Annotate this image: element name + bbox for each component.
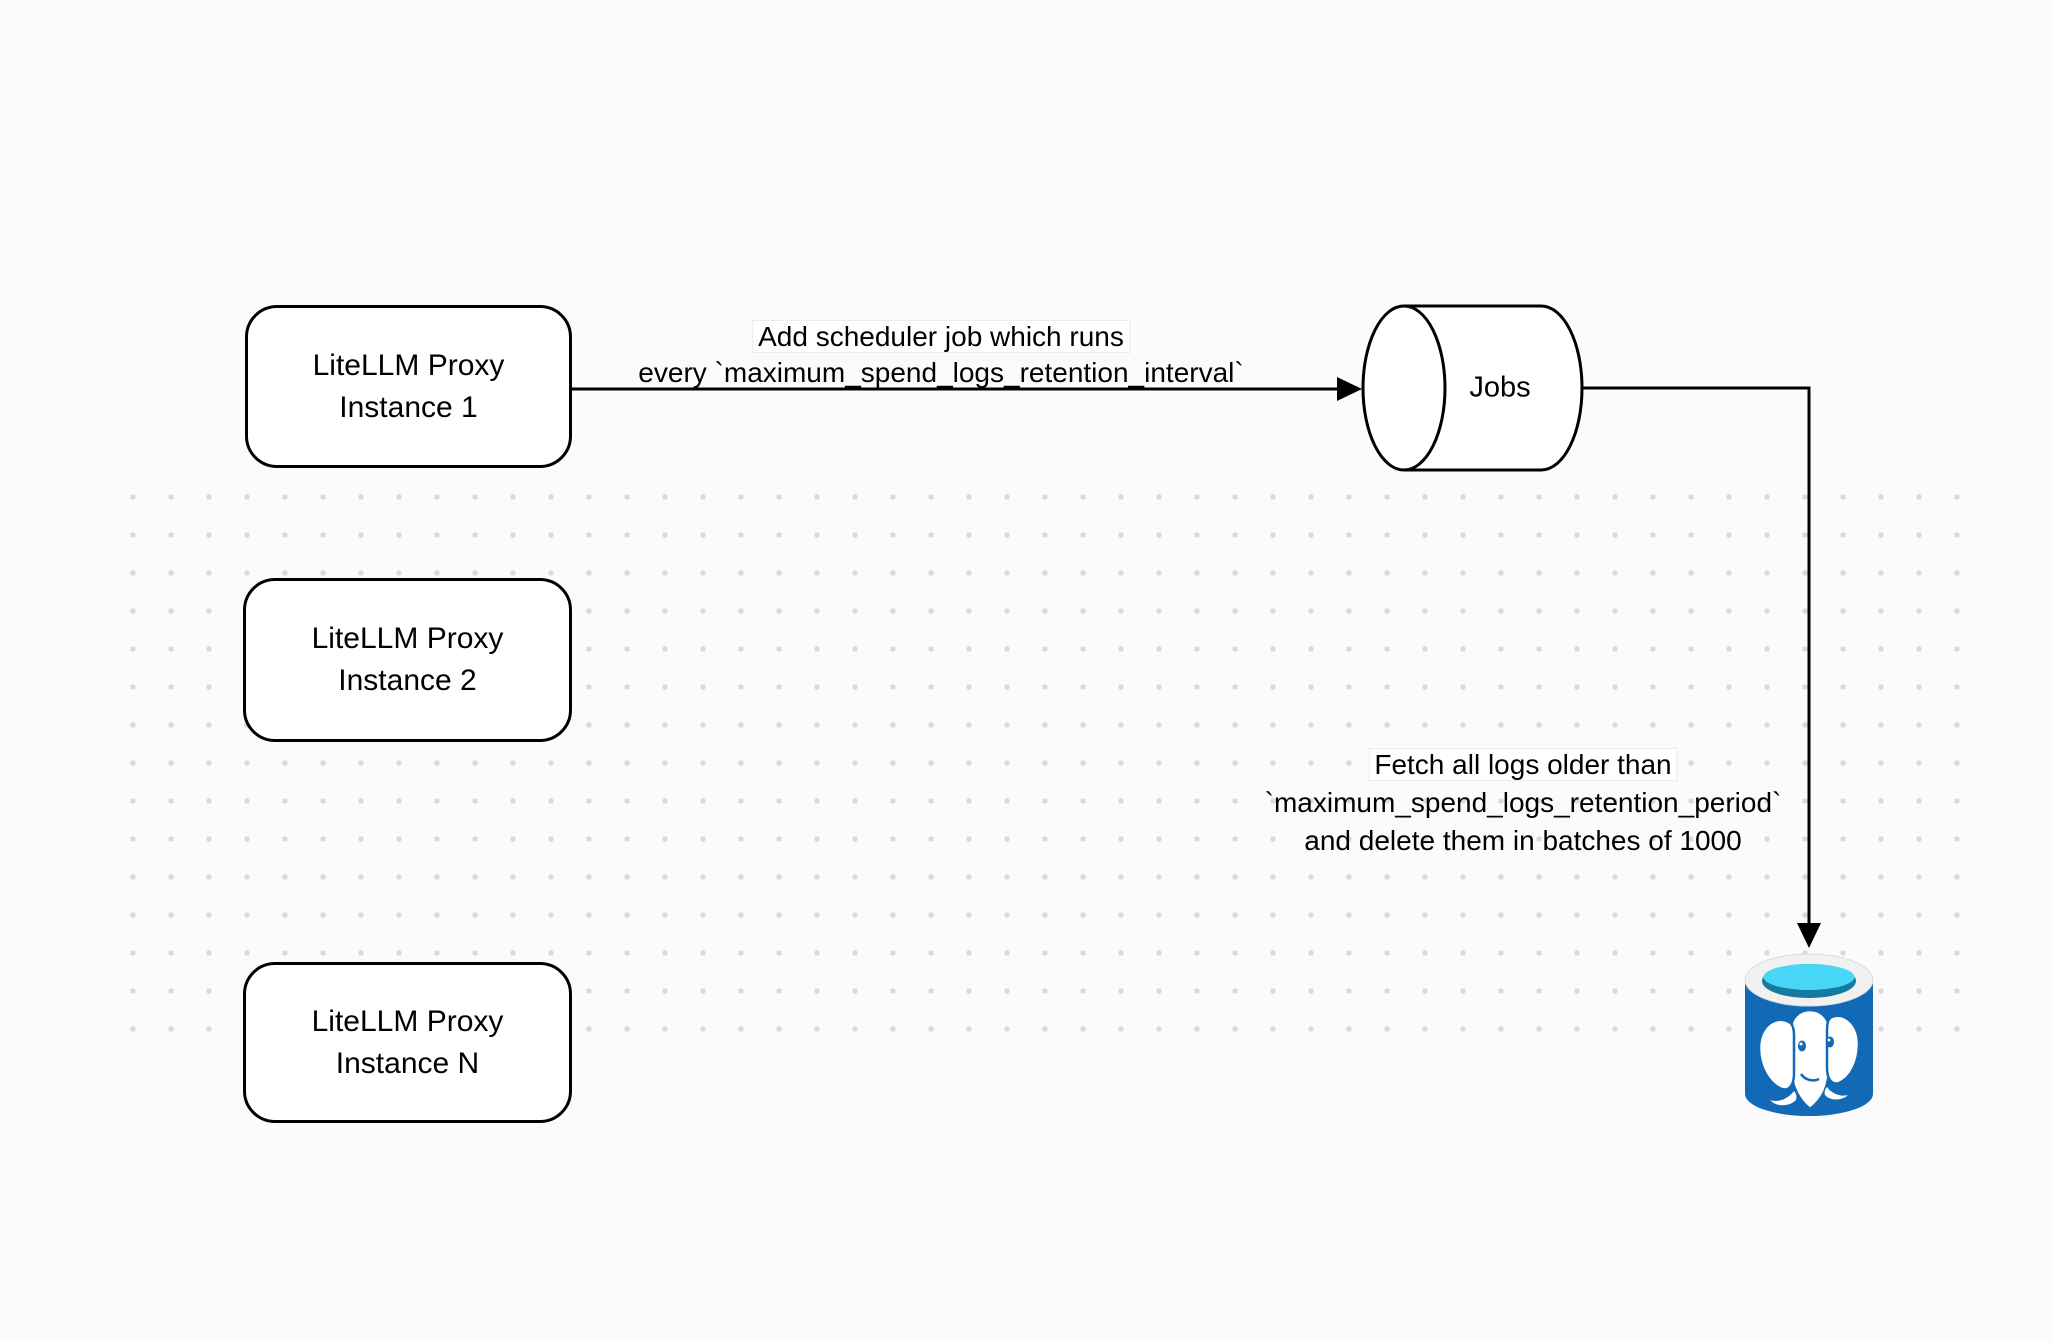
jobs-datastore-shape (1361, 304, 1584, 472)
edge-add-scheduler-job (572, 377, 1362, 401)
edge-label-line: Fetch all logs older than (1265, 746, 1782, 784)
edge-label-line-boxed: Add scheduler job which runs (752, 320, 1130, 353)
arrowhead-right-icon (1337, 377, 1362, 401)
edge-label-line: `maximum_spend_logs_retention_period` (1264, 787, 1782, 818)
node-label-line: Instance 2 (338, 664, 477, 697)
node-label-line: Instance 1 (339, 390, 478, 424)
postgresql-database-icon (1744, 953, 1874, 1116)
edge-fetch-and-delete (1582, 386, 1821, 948)
node-litellm-proxy-instance-1: LiteLLM Proxy Instance 1 (245, 305, 572, 468)
jobs-store-label: Jobs (1469, 371, 1531, 404)
node-litellm-proxy-instance-2: LiteLLM Proxy Instance 2 (243, 578, 572, 742)
node-label-line: LiteLLM Proxy (311, 1004, 504, 1038)
arrowhead-down-icon (1797, 923, 1821, 948)
node-label-line: Instance N (335, 1046, 480, 1080)
node-litellm-proxy-instance-n: LiteLLM Proxy Instance N (243, 962, 572, 1123)
edge-label-fetch-logs: Fetch all logs older than `maximum_spend… (1264, 746, 1782, 860)
edge-label-add-scheduler-job: Add scheduler job which runs every `maxi… (638, 319, 1244, 391)
cylinder-rim-arc (1403, 304, 1447, 472)
node-label-line: LiteLLM Proxy (312, 348, 505, 382)
postgres-elephant-icon (1757, 1008, 1861, 1111)
edge-label-line: every `maximum_spend_logs_retention_inte… (638, 357, 1244, 388)
edge-label-line: and delete them in batches of 1000 (1304, 825, 1742, 856)
edge-label-line: Add scheduler job which runs (638, 319, 1243, 355)
edge-label-line-boxed: Fetch all logs older than (1368, 748, 1678, 781)
node-label-line: LiteLLM Proxy (311, 622, 504, 655)
